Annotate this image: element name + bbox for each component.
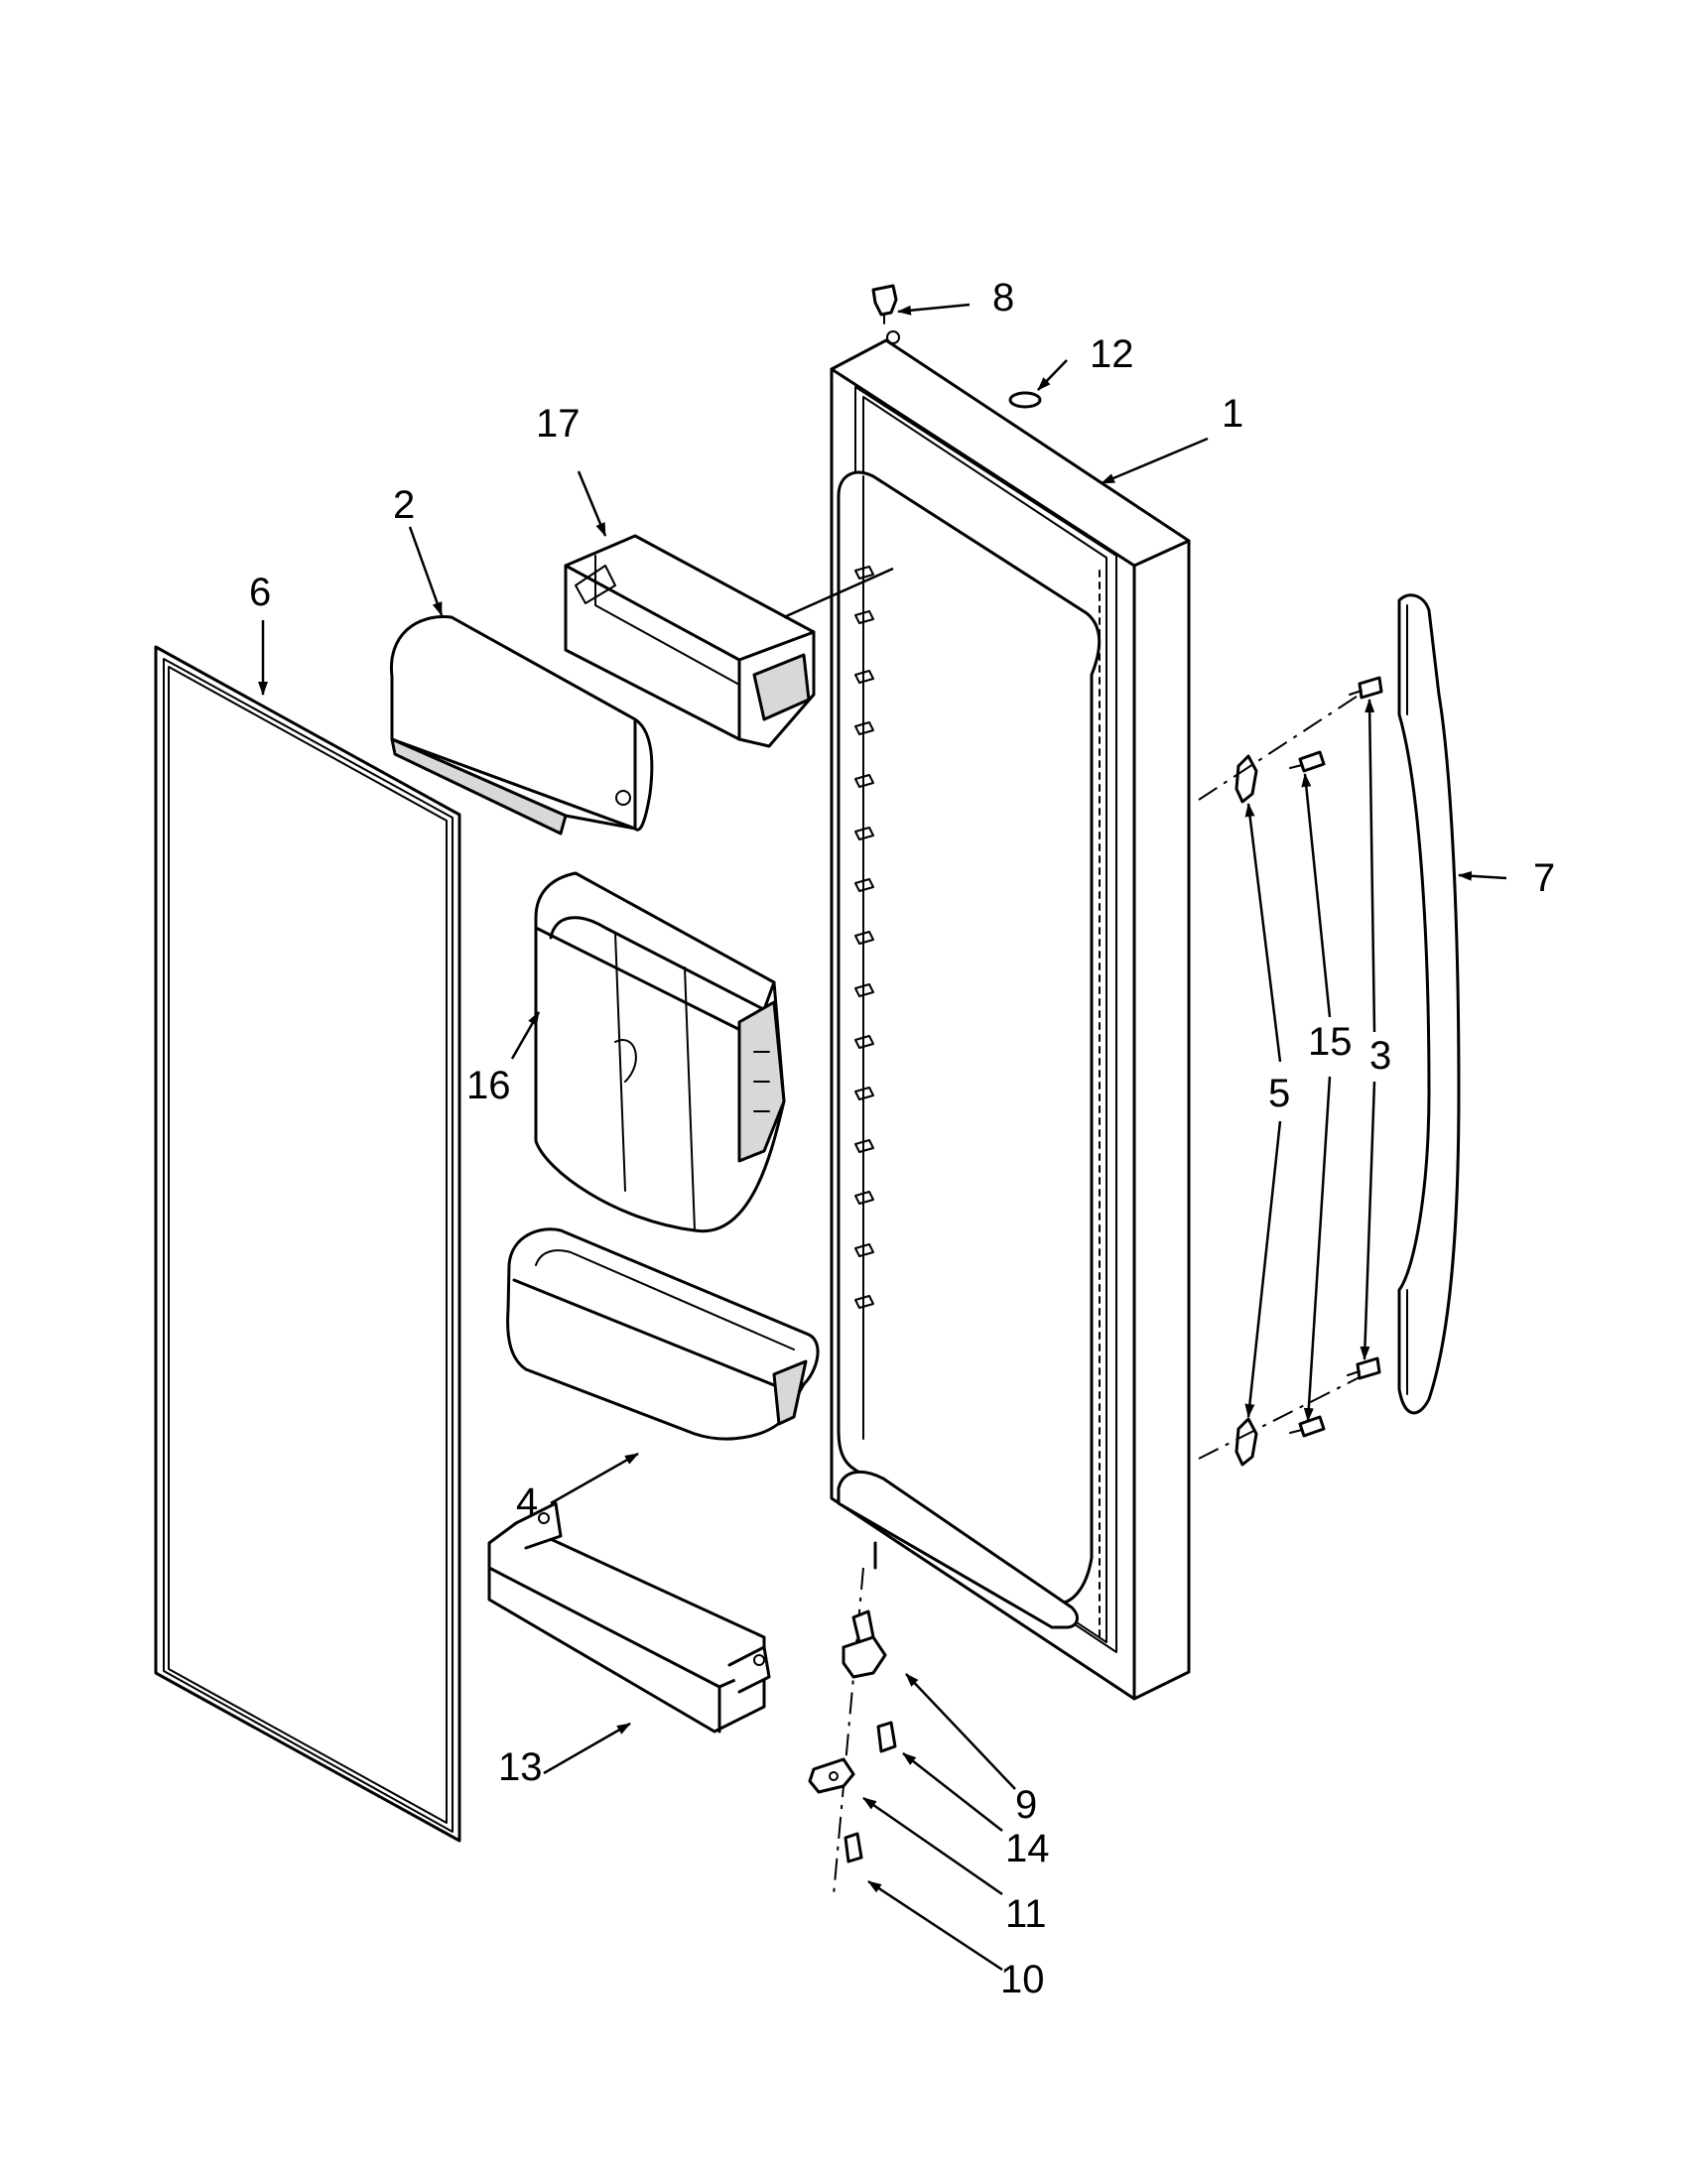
shelf-notches	[854, 566, 874, 1309]
handle-hardware-bottom	[1198, 1356, 1381, 1467]
bottom-hinge-parts	[808, 1567, 897, 1896]
handle-hardware-top	[1198, 676, 1383, 804]
callout-1: 1	[1222, 392, 1243, 436]
callout-7: 7	[1533, 856, 1555, 900]
plug-part	[871, 284, 898, 324]
callout-14: 14	[1005, 1827, 1050, 1870]
callout-8: 8	[992, 276, 1014, 320]
callout-10: 10	[1000, 1958, 1045, 2001]
leader-lines	[258, 303, 1507, 1972]
dairy-door-part	[389, 615, 654, 835]
callout-11: 11	[1005, 1892, 1047, 1936]
door-handle-part	[1397, 593, 1461, 1415]
callout-labels: 8 12 1 17 2 6 7 3 15 5 16 4 13 9 14 11 1…	[249, 276, 1555, 2001]
callout-9: 9	[1015, 1783, 1037, 1827]
callout-2: 2	[393, 483, 415, 527]
door-gasket	[154, 645, 461, 1843]
callout-3: 3	[1369, 1034, 1391, 1078]
callout-17: 17	[536, 402, 581, 446]
refrigerator-door	[830, 330, 1191, 1701]
callout-6: 6	[249, 571, 271, 614]
callout-13: 13	[498, 1745, 543, 1789]
shelf-rail-part	[487, 1501, 771, 1734]
door-bin-part	[506, 1227, 820, 1441]
callout-15: 15	[1308, 1020, 1353, 1064]
large-bin-part	[534, 871, 786, 1233]
washer-part	[1008, 391, 1042, 409]
callout-5: 5	[1268, 1072, 1290, 1115]
callout-4: 4	[516, 1480, 538, 1524]
callout-16: 16	[466, 1064, 511, 1107]
callout-12: 12	[1090, 332, 1134, 376]
small-bin-part	[564, 534, 816, 748]
